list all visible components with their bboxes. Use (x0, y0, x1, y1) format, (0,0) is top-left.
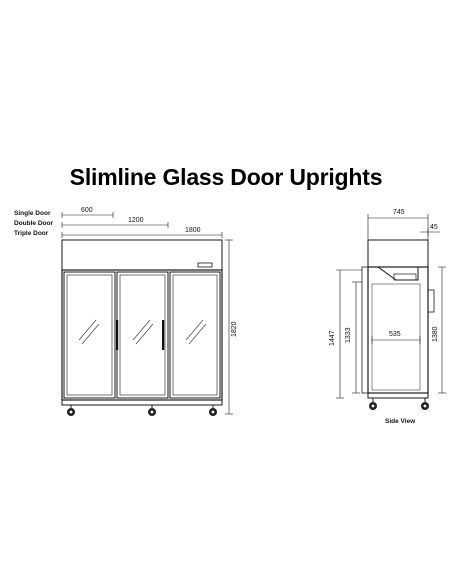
front-view-cabinet (61, 239, 223, 416)
castor-wheel (421, 398, 429, 410)
triple-door-label: Triple Door (14, 230, 49, 237)
rear-height-dimension: 1380 (432, 266, 446, 394)
single-door-label: Single Door (14, 210, 51, 217)
inner-height-value: 1333 (345, 327, 352, 343)
outer-height-value: 1447 (329, 330, 336, 346)
inner-depth-value: 535 (389, 331, 401, 338)
triple-door-width-value: 1800 (185, 227, 201, 234)
rear-height-value: 1380 (432, 326, 439, 342)
side-depth-value: 745 (393, 209, 405, 216)
door-handle (116, 320, 119, 350)
castor-wheel (209, 405, 217, 416)
inner-depth-dimension: 535 (371, 331, 421, 344)
front-height-dimension: 1820 (225, 239, 238, 415)
castor-wheel (148, 405, 156, 416)
inner-height-dimension: 1333 (345, 281, 362, 394)
front-height-value: 1820 (231, 321, 238, 337)
single-door-width-value: 600 (81, 207, 93, 214)
castor-wheel (67, 405, 75, 416)
side-view-caption: Side View (385, 418, 416, 425)
outer-height-dimension: 1447 (329, 269, 362, 399)
castor-wheel (369, 398, 377, 410)
door-handle (162, 320, 165, 350)
top-offset-value: 45 (430, 224, 438, 231)
top-offset-dimension: 45 (420, 224, 440, 236)
double-door-width-dimension: 1200 (61, 217, 169, 228)
triple-door-width-dimension: 1800 (61, 227, 223, 238)
side-depth-dimension: 745 (367, 209, 429, 240)
controller-display (197, 262, 213, 268)
side-view-cabinet (361, 239, 435, 410)
double-door-width-value: 1200 (128, 217, 144, 224)
single-door-width-dimension: 600 (61, 207, 114, 218)
double-door-label: Double Door (14, 220, 53, 227)
diagram-title: Slimline Glass Door Uprights (69, 164, 383, 190)
